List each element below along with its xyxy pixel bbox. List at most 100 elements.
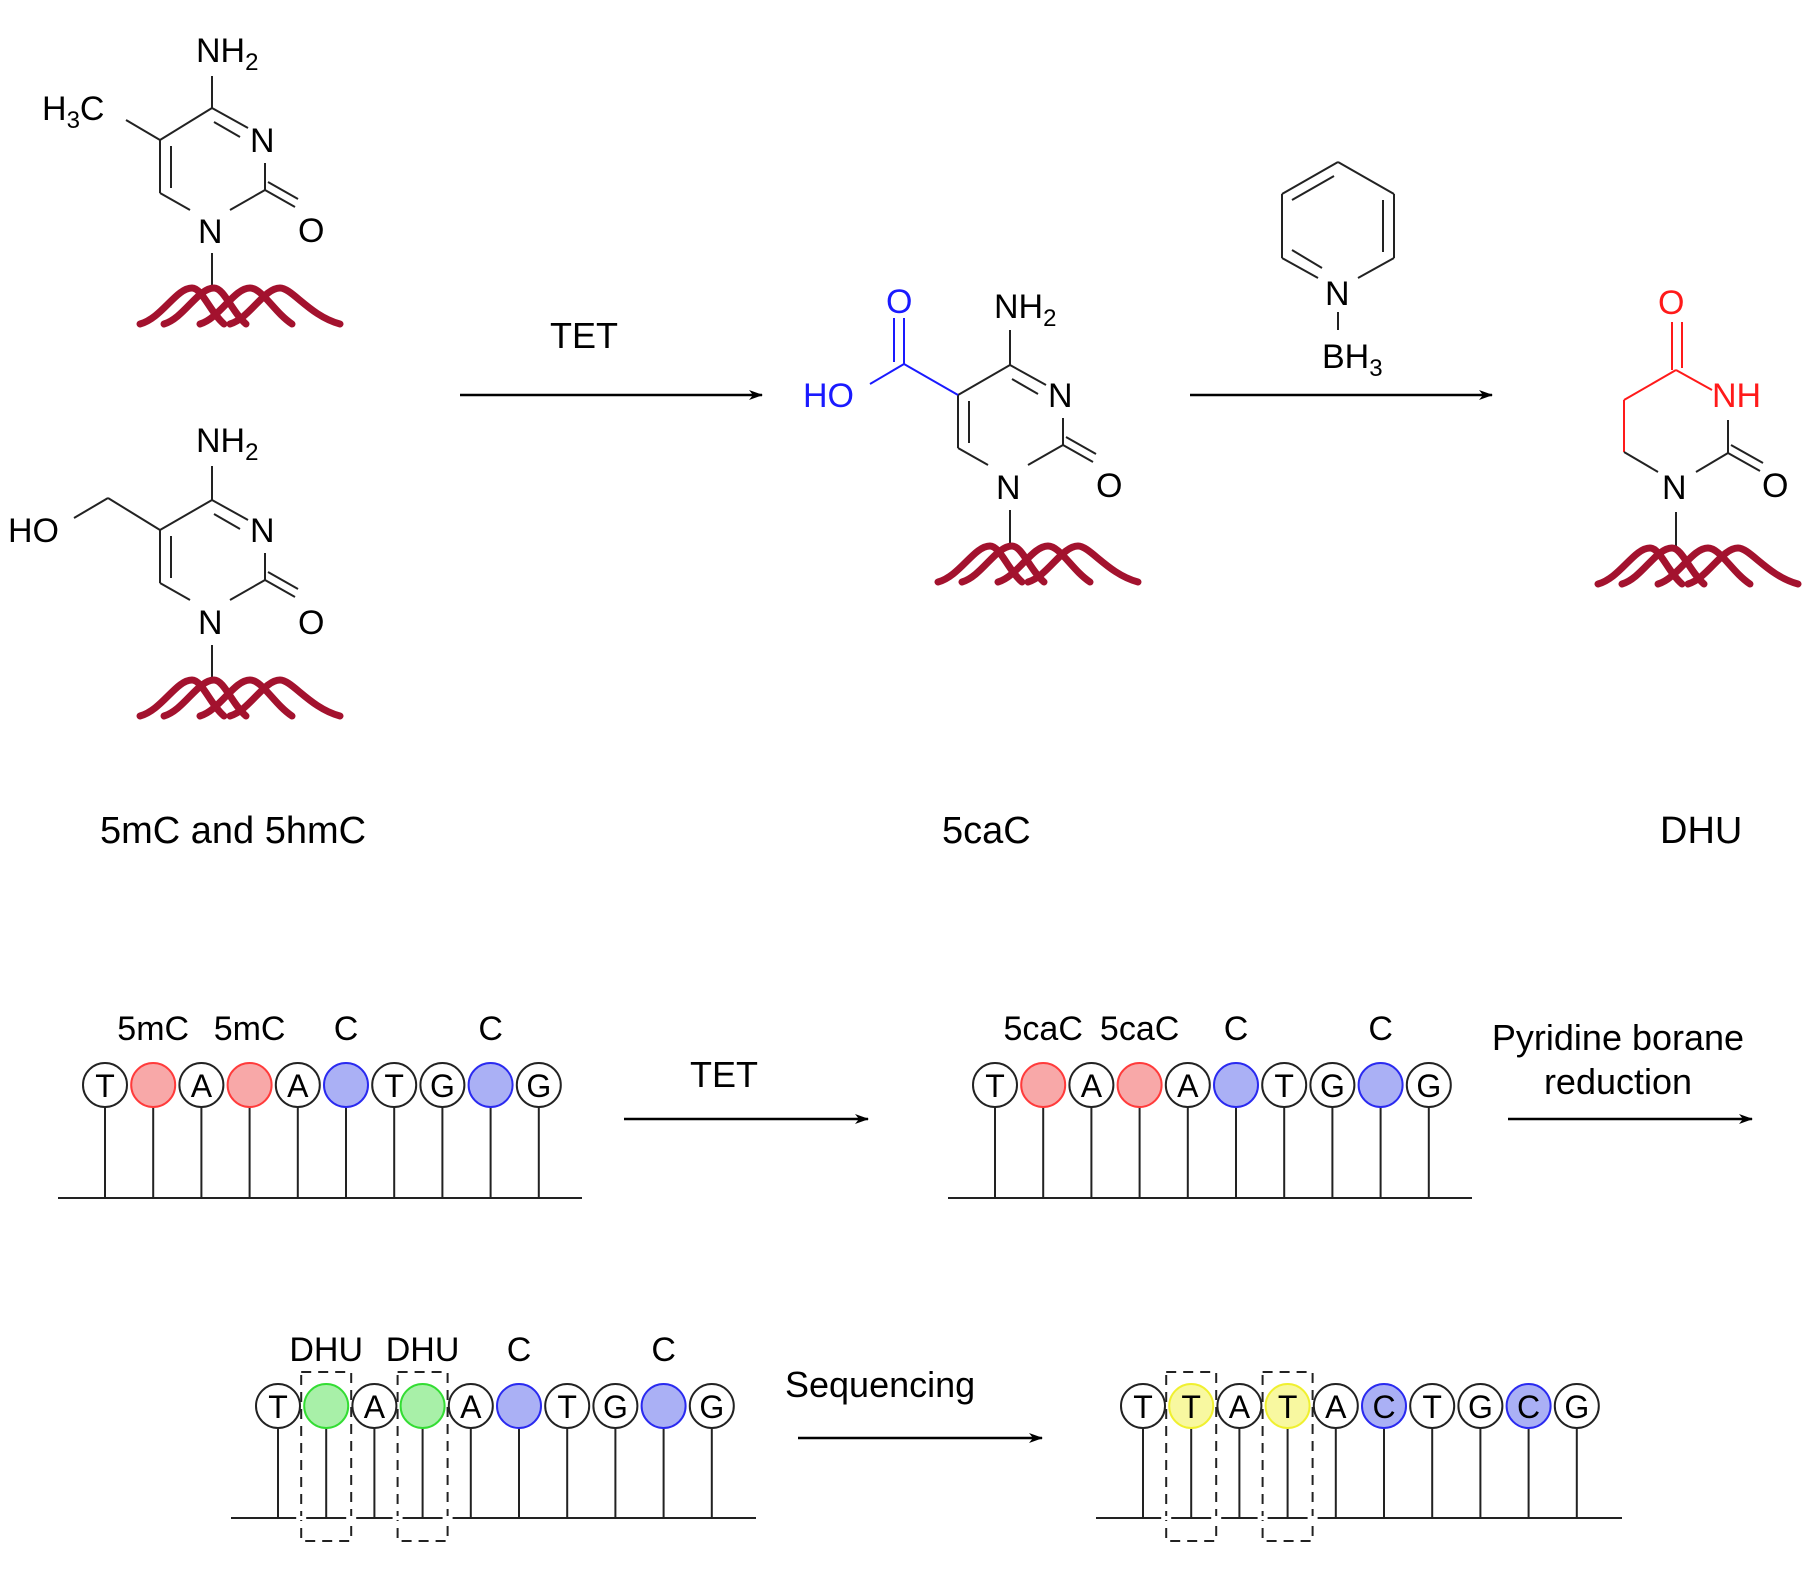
molecule-5caC: NH2 O HO N N O xyxy=(803,283,1138,582)
base-annotation-label: C xyxy=(1224,1010,1249,1048)
nucleotide-letter: G xyxy=(699,1389,724,1425)
nucleotide-letter: G xyxy=(1564,1389,1589,1425)
ring-n3-label: N xyxy=(1048,377,1073,415)
base-annotation-label: C xyxy=(507,1331,532,1369)
highlight-dashed-box xyxy=(1261,1371,1314,1542)
nucleotide-letter: T xyxy=(1274,1068,1294,1104)
base-annotation-label: C xyxy=(334,1010,359,1048)
nucleotide-cyto xyxy=(1357,1062,1404,1198)
sequence-arrow-tet: TET xyxy=(624,1054,869,1124)
reduction-label-line2: reduction xyxy=(1544,1061,1692,1102)
nucleotide-thymine: T xyxy=(1264,1383,1311,1518)
nucleotide-circle xyxy=(1309,1062,1356,1108)
base-annotation-label: C xyxy=(478,1010,503,1048)
nucleotide-dhu xyxy=(303,1383,350,1518)
dna-helix-icon xyxy=(1598,548,1798,584)
tet-label: TET xyxy=(690,1054,758,1095)
nucleotide-plain: T xyxy=(544,1383,591,1518)
pyrimidine-ring xyxy=(125,76,299,290)
highlight-dashed-box xyxy=(396,1371,449,1542)
nucleotide-letter: T xyxy=(268,1389,288,1425)
dna-helix-icon xyxy=(938,546,1138,582)
ring-n1-label: N xyxy=(1662,469,1687,507)
methyl-label: H3C xyxy=(42,90,104,134)
nucleotide-circle xyxy=(1505,1383,1552,1429)
nucleotide-circle xyxy=(226,1062,273,1108)
nucleotide-letter: G xyxy=(430,1068,455,1104)
nucleotide-letter: G xyxy=(1320,1068,1345,1104)
nucleotide-plain: T xyxy=(972,1062,1018,1198)
nucleotide-methyl xyxy=(1020,1062,1067,1198)
nucleotide-plain: A xyxy=(1164,1062,1211,1198)
reaction-arrow-tet: TET xyxy=(460,315,763,400)
base-annotation-label: 5mC xyxy=(117,1010,189,1048)
nucleotide-circle xyxy=(515,1062,562,1108)
nucleotide-circle xyxy=(303,1383,350,1429)
borane-label: BH3 xyxy=(1322,338,1383,382)
nucleotide-circle xyxy=(1312,1383,1359,1429)
nucleotide-circle xyxy=(1020,1062,1067,1108)
pyridine-ring-icon xyxy=(1281,161,1395,330)
nucleotide-plain: A xyxy=(1312,1383,1359,1518)
nucleotide-circle xyxy=(496,1383,542,1429)
nucleotide-plain: G xyxy=(419,1062,466,1198)
nucleotide-letter: A xyxy=(1081,1068,1103,1104)
caption-DHU: DHU xyxy=(1660,810,1742,852)
nucleotide-circle xyxy=(1120,1383,1166,1429)
nucleotide-letter: A xyxy=(191,1068,213,1104)
nucleotide-circle xyxy=(1116,1062,1163,1108)
nucleotide-methyl xyxy=(1116,1062,1163,1198)
nucleotide-circle xyxy=(972,1062,1018,1108)
hydroxyl-label: HO xyxy=(8,512,59,550)
nucleotide-circle xyxy=(178,1062,225,1108)
nucleotide-letter: T xyxy=(1181,1389,1201,1425)
nucleotide-cyto: C xyxy=(1361,1383,1407,1518)
nucleotide-plain: G xyxy=(1405,1062,1452,1198)
nucleotide-circle xyxy=(688,1383,735,1429)
nucleotide-plain: G xyxy=(1553,1383,1600,1518)
nucleotide-letter: A xyxy=(1325,1389,1347,1425)
amine-label: NH2 xyxy=(994,288,1056,332)
base-annotation-label: 5mC xyxy=(214,1010,286,1048)
nucleotide-circle xyxy=(1357,1062,1404,1108)
nucleotide-plain: A xyxy=(274,1062,321,1198)
nucleotide-plain: T xyxy=(1120,1383,1166,1518)
nucleotide-circle xyxy=(130,1062,177,1108)
highlight-dashed-box xyxy=(1165,1371,1218,1542)
reduction-label-line1: Pyridine borane xyxy=(1492,1017,1744,1058)
nucleotide-circle xyxy=(255,1383,301,1429)
amine-label: NH2 xyxy=(196,422,258,466)
tet-label: TET xyxy=(550,315,618,356)
nucleotide-circle xyxy=(1409,1383,1456,1429)
nucleotide-plain: A xyxy=(447,1383,494,1518)
nucleotide-circle xyxy=(544,1383,591,1429)
nucleotide-letter: T xyxy=(1422,1389,1442,1425)
pyrimidine-ring xyxy=(869,318,1097,548)
nucleotide-circle xyxy=(371,1062,418,1108)
nucleotide-circle xyxy=(399,1383,446,1429)
nucleotide-circle xyxy=(419,1062,466,1108)
nucleotide-letter: A xyxy=(460,1389,482,1425)
nucleotide-circle xyxy=(467,1062,514,1108)
base-annotation-label: C xyxy=(651,1331,676,1369)
nucleotide-plain: T xyxy=(82,1062,128,1198)
molecule-5hmC: NH2 HO N N O xyxy=(8,422,340,716)
molecule-DHU: O NH N O xyxy=(1598,284,1798,584)
nucleotide-plain: G xyxy=(1309,1062,1356,1198)
nucleotide-circle xyxy=(640,1383,687,1429)
nucleotide-dhu xyxy=(399,1383,446,1518)
ring-n3-label: N xyxy=(250,122,275,160)
carbonyl-o-label: O xyxy=(1762,467,1788,505)
nucleotide-cyto xyxy=(323,1062,369,1198)
nucleotide-circle xyxy=(1168,1383,1215,1429)
nucleotide-circle xyxy=(1264,1383,1311,1429)
reaction-arrow-pyridine-borane: N BH3 xyxy=(1190,161,1493,400)
nucleotide-letter: C xyxy=(1517,1389,1540,1425)
base-annotation-label: 5caC xyxy=(1004,1010,1083,1048)
nucleotide-plain: G xyxy=(592,1383,639,1518)
ring-n1-label: N xyxy=(996,469,1021,507)
